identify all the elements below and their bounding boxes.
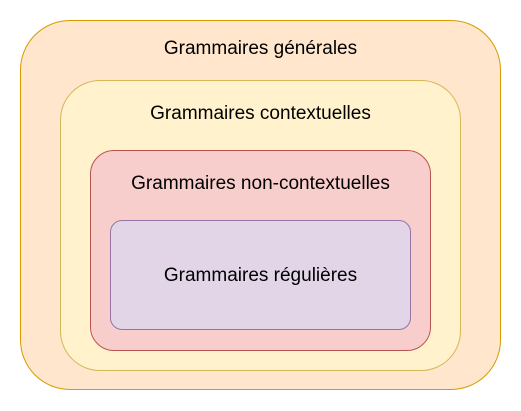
context-sensitive-grammars-label: Grammaires contextuelles (150, 103, 371, 124)
context-free-grammars-label: Grammaires non-contextuelles (131, 173, 390, 194)
context-free-grammars-box: Grammaires non-contextuelles Grammaires … (90, 150, 431, 351)
regular-grammars-label: Grammaires régulières (163, 265, 358, 286)
regular-grammars-box: Grammaires régulières (110, 220, 411, 330)
general-grammars-label: Grammaires générales (163, 38, 358, 59)
context-sensitive-grammars-box: Grammaires contextuelles Grammaires non-… (60, 80, 461, 371)
general-grammars-box: Grammaires générales Grammaires contextu… (20, 20, 501, 390)
